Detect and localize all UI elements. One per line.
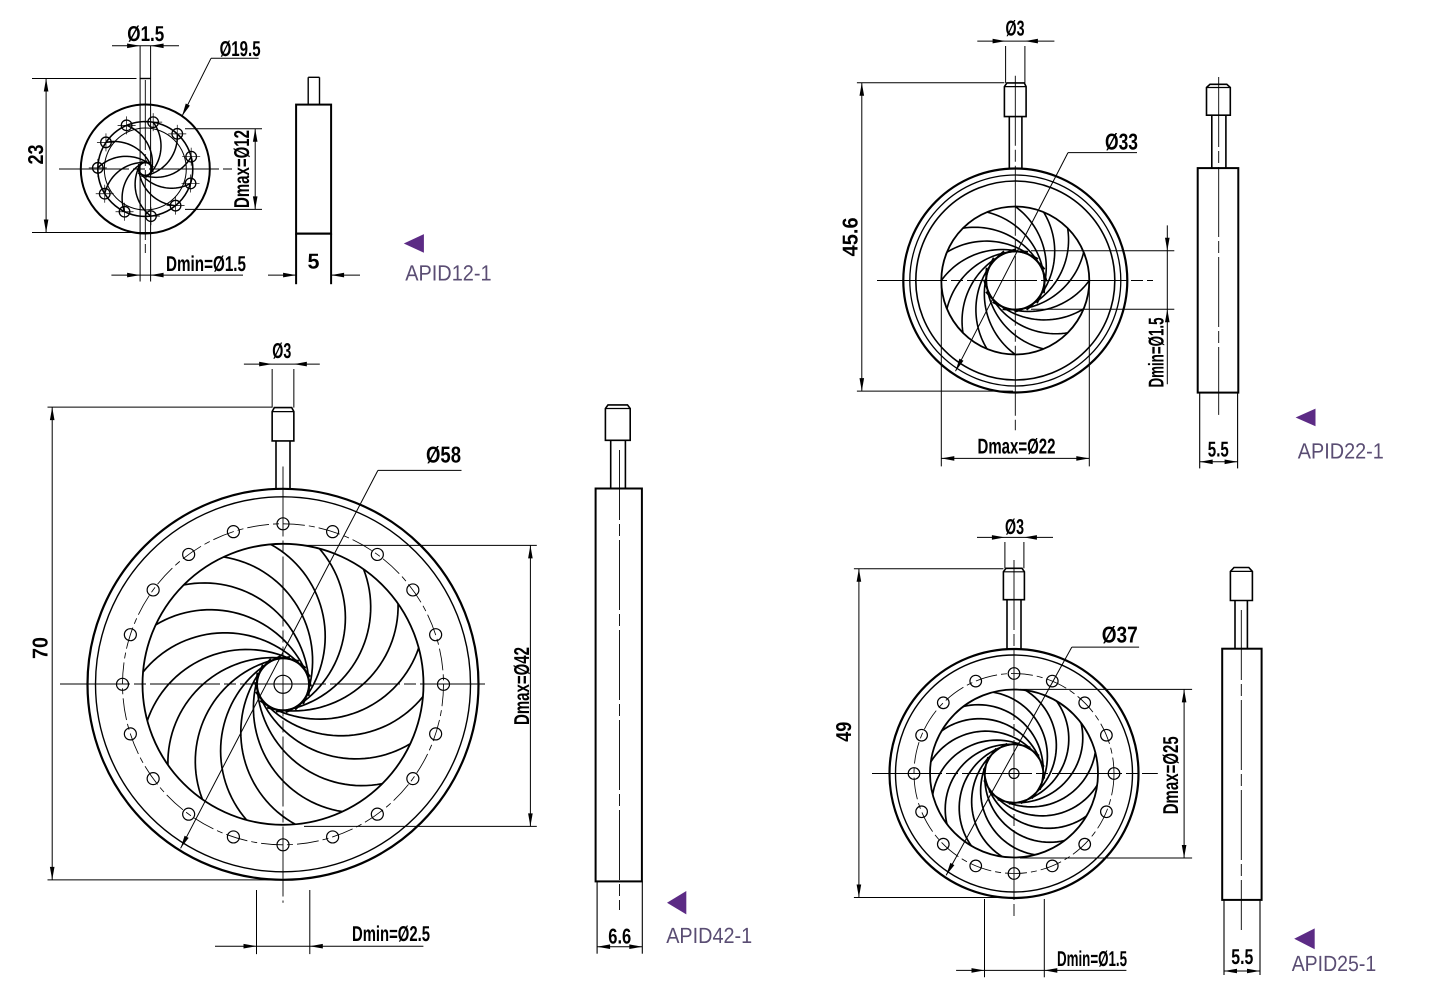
svg-text:Dmin=Ø1.5: Dmin=Ø1.5 [166, 252, 246, 276]
svg-text:6.6: 6.6 [608, 925, 631, 949]
svg-text:Ø37: Ø37 [1102, 622, 1138, 648]
svg-text:Dmin=Ø1.5: Dmin=Ø1.5 [1145, 317, 1169, 387]
svg-text:Ø33: Ø33 [1105, 129, 1138, 155]
svg-text:23: 23 [24, 144, 48, 164]
svg-text:Ø3: Ø3 [1005, 515, 1024, 539]
svg-text:49: 49 [832, 722, 856, 742]
svg-text:Dmax=Ø25: Dmax=Ø25 [1159, 736, 1183, 814]
svg-text:APID42-1: APID42-1 [666, 923, 752, 948]
svg-text:45.6: 45.6 [839, 217, 863, 256]
svg-text:Ø58: Ø58 [426, 442, 461, 468]
svg-text:APID12-1: APID12-1 [405, 261, 491, 286]
svg-text:Dmin=Ø2.5: Dmin=Ø2.5 [352, 922, 430, 946]
svg-text:Dmax=Ø12: Dmax=Ø12 [230, 130, 254, 208]
svg-text:Dmax=Ø42: Dmax=Ø42 [510, 647, 534, 725]
svg-text:70: 70 [28, 637, 52, 659]
svg-text:Ø3: Ø3 [1006, 16, 1025, 40]
svg-text:Ø19.5: Ø19.5 [220, 37, 261, 61]
svg-text:APID22-1: APID22-1 [1298, 439, 1384, 464]
svg-text:5.5: 5.5 [1231, 945, 1253, 969]
svg-text:Dmin=Ø1.5: Dmin=Ø1.5 [1057, 947, 1127, 971]
svg-text:Ø3: Ø3 [272, 339, 291, 363]
svg-text:Dmax=Ø22: Dmax=Ø22 [978, 435, 1056, 459]
svg-text:5.5: 5.5 [1208, 437, 1229, 461]
svg-text:5: 5 [308, 250, 320, 274]
svg-text:Ø1.5: Ø1.5 [127, 22, 164, 46]
svg-text:APID25-1: APID25-1 [1292, 951, 1377, 976]
